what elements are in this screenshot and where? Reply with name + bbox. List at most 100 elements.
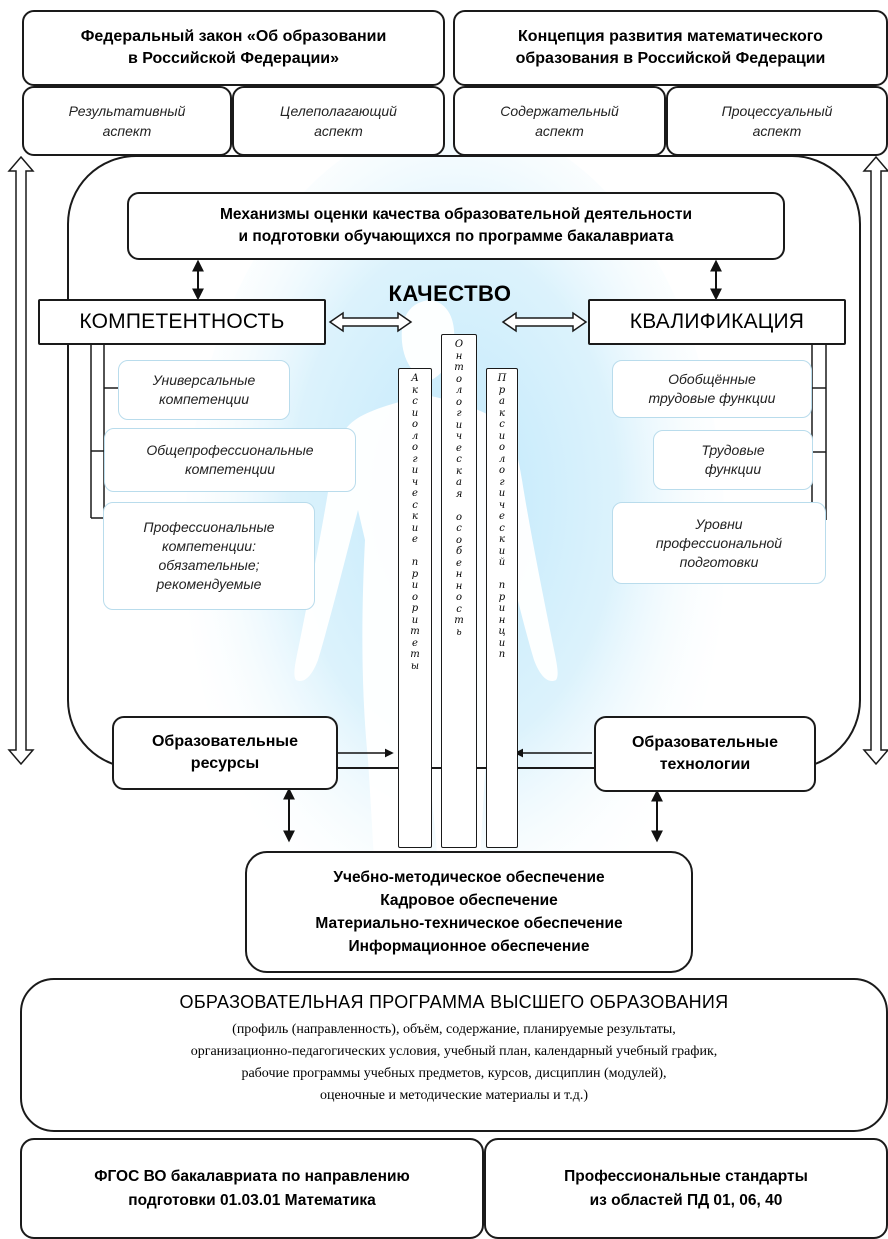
column-letter: и (498, 430, 506, 442)
column-letter: т (454, 615, 464, 626)
column-letter: о (455, 511, 463, 523)
column-letter: н (455, 350, 463, 362)
column-letter: и (498, 603, 506, 614)
column-letter: г (499, 476, 505, 488)
column-letter: с (456, 523, 462, 534)
column-letter: я (455, 488, 463, 500)
column-letter: е (456, 442, 462, 454)
aspect-process-box: Процессуальный аспект (666, 86, 888, 156)
column-letter: и (455, 419, 463, 431)
column-letter: о (411, 442, 419, 453)
educational-technologies-box: Образовательные технологии (594, 716, 816, 792)
general-professional-competencies-box: Общепрофессиональные компетенции (104, 428, 356, 492)
column-letter: о (455, 396, 463, 408)
column-letter: к (499, 534, 505, 545)
column-letter: и (411, 407, 419, 419)
column-letter: л (411, 430, 419, 442)
column-letter: т (410, 626, 420, 637)
column-letter: с (412, 396, 418, 407)
column-letter: н (498, 614, 506, 626)
column-letter: е (412, 488, 418, 499)
column-letter: т (410, 649, 420, 660)
column-letter (457, 500, 460, 512)
training-levels-box: Уровни профессиональной подготовки (612, 502, 826, 584)
column-letter: о (455, 592, 463, 603)
program-box: ОБРАЗОВАТЕЛЬНАЯ ПРОГРАММА ВЫСШЕГО ОБРАЗО… (20, 978, 888, 1132)
column-letter: ы (410, 660, 420, 672)
left-double-arrow (7, 155, 35, 766)
program-details: (профиль (направленность), объём, содерж… (190, 1022, 718, 1103)
column-letter: р (411, 568, 419, 580)
column-letter: с (456, 454, 462, 465)
mechanisms-box: Механизмы оценки качества образовательно… (127, 192, 785, 260)
column-letter: г (456, 408, 462, 419)
column-letter: р (498, 384, 506, 396)
column-letter: ь (456, 626, 462, 638)
column-letter: е (412, 534, 418, 545)
qualification-bracket (811, 344, 827, 521)
column-letter: п (498, 580, 506, 591)
column-letter: о (411, 591, 419, 603)
column-letter: О (454, 339, 464, 350)
column-letter: с (412, 499, 418, 511)
column-letter: о (498, 465, 506, 476)
column-letter: и (411, 465, 419, 476)
column-letter: р (411, 603, 419, 614)
fgos-box: ФГОС ВО бакалавриата по направлению подг… (20, 1138, 484, 1239)
column-letter: П (497, 373, 507, 384)
column-letter: А (411, 373, 419, 384)
column-letter: с (499, 522, 505, 534)
competence-bracket (90, 344, 118, 519)
quality-label: КАЧЕСТВО (388, 281, 512, 306)
support-box: Учебно-методическое обеспечение Кадровое… (245, 851, 693, 973)
column-letter: о (498, 442, 506, 453)
column-letter: ч (498, 499, 506, 511)
professional-standards-box: Профессиональные стандарты из областей П… (484, 1138, 888, 1239)
aspect-content-box: Содержательный аспект (453, 86, 666, 156)
aspect-goal-box: Целеполагающий аспект (232, 86, 445, 156)
column-letter: и (498, 545, 506, 557)
column-letter: н (455, 569, 463, 580)
column-letter: с (499, 419, 505, 430)
aspect-result-box: Результативный аспект (22, 86, 232, 156)
column-letter: и (498, 637, 506, 649)
column-letter: к (456, 465, 462, 477)
column-letter: о (411, 419, 419, 430)
column-letter: е (499, 511, 505, 522)
column-letter: г (412, 453, 418, 465)
column-letter: к (499, 407, 505, 419)
column-letter: с (456, 603, 462, 615)
column-letter: о (455, 373, 463, 385)
column-letter: р (498, 591, 506, 603)
column-letter: л (498, 453, 506, 465)
qualification-quality-arrow (501, 311, 588, 333)
column-letter: л (455, 385, 463, 396)
column-letter: и (498, 488, 506, 499)
column-letter: й (498, 557, 506, 568)
competence-quality-arrow (328, 311, 413, 333)
generalized-labor-functions-box: Обобщённые трудовые функции (612, 360, 812, 418)
qualification-box: КВАЛИФИКАЦИЯ (588, 299, 846, 345)
professional-competencies-box: Профессиональные компетенции: обязательн… (103, 502, 315, 610)
column-letter: п (411, 557, 419, 568)
labor-functions-box: Трудовые функции (653, 430, 813, 490)
column-letter: п (498, 649, 506, 660)
competence-box: КОМПЕТЕНТНОСТЬ (38, 299, 326, 345)
column-letter: и (411, 522, 419, 534)
column-letter: б (455, 546, 463, 557)
column-letter: а (499, 396, 505, 407)
educational-resources-box: Образовательные ресурсы (112, 716, 338, 790)
column-letter: н (455, 580, 463, 592)
concept-box: Концепция развития математического образ… (453, 10, 888, 86)
column-letter: ч (411, 476, 419, 488)
column-letter: е (412, 637, 418, 649)
column-letter: т (454, 362, 464, 373)
column-letter: ч (455, 431, 463, 442)
column-letter: к (412, 511, 418, 522)
program-title: ОБРАЗОВАТЕЛЬНАЯ ПРОГРАММА ВЫСШЕГО ОБРАЗО… (179, 992, 729, 1012)
column-letter: о (455, 534, 463, 546)
column-letter: а (456, 477, 462, 488)
